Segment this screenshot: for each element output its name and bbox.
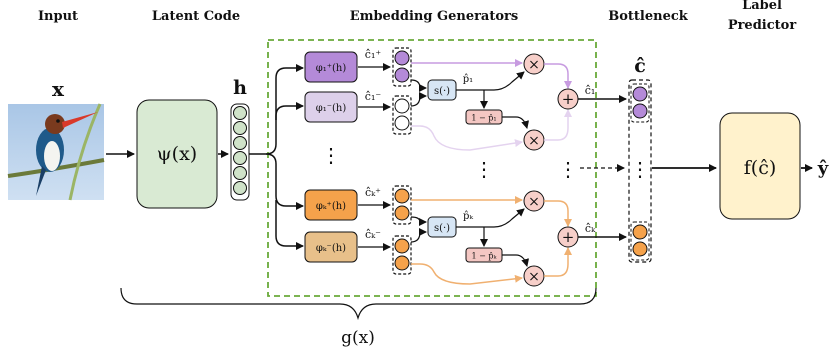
concept-ck-label: ĉₖ [585,222,596,235]
multiply-node-ck-positive: × [523,190,545,212]
arrow-c1-neg-to-multiply [411,125,523,151]
arrow-ck-pos-to-sigmoid [410,216,427,226]
arrow-multiply-pos-to-sum-k [544,200,572,227]
embedding-c1-positive-label: ĉ₁⁺ [365,48,382,61]
arrow-one-minus-p1-to-multiply [502,116,530,129]
brace-g [120,287,597,321]
generator-phik-positive-label: φₖ⁺(h) [316,201,346,212]
embedding-ck-positive-label: ĉₖ⁺ [365,186,381,199]
arrow-one-minus-pk-to-multiply [502,254,530,267]
multiply-node-c1-negative: × [523,129,545,151]
arrow-ck-neg-to-multiply [411,263,523,285]
one-minus-p1-label: 1 − p̂₁ [471,114,496,123]
latent-vector-h [230,103,250,201]
input-image [7,103,105,201]
generator-phik-negative [304,231,358,263]
embedding-c1-positive [392,47,412,87]
header-latent-code: Latent Code [152,9,240,24]
multiply-node-c1-positive: × [523,53,545,75]
brace-g-label: g(x) [341,328,375,348]
prob-pk-label: p̂ₖ [463,211,473,222]
label-predictor-label: f(ĉ) [744,157,777,179]
header-label: Label [742,0,782,13]
header-bottleneck: Bottleneck [608,9,689,24]
generator-phi1-positive-label: φ₁⁺(h) [316,63,347,74]
arrow-pk-to-multiply [456,208,525,228]
arrow-multiply-neg-to-sum-k [544,247,572,277]
one-minus-pk-label: 1 − p̂ₖ [472,252,498,261]
arrow-p1-to-multiply [456,71,525,91]
generator-phik-positive [304,189,358,221]
sigmoid-label-1: s(·) [434,86,450,97]
svg-text:+: + [562,228,575,246]
bottleneck-symbol-c: ĉ [634,55,646,77]
generators-ellipsis: ⋮ [321,143,341,167]
embedding-c1-negative-label: ĉ₁⁻ [365,90,382,103]
generator-phi1-negative [304,91,358,123]
arrow-multiply-pos-to-sum-1 [544,63,572,89]
prob-p1-label: p̂₁ [463,74,473,85]
svg-text:×: × [528,133,540,149]
multiply-node-ck-negative: × [523,265,545,287]
generator-phi1-negative-label: φ₁⁻(h) [316,103,347,114]
bottleneck-ellipsis: ⋮ [630,157,650,181]
concept-c1-label: ĉ₁ [585,84,596,97]
sigmoid-label-k: s(·) [434,223,450,234]
arrow-multiply-neg-to-sum-1 [544,109,572,141]
sum-ellipsis: ⋮ [558,157,578,181]
arrow-c1-pos-to-sigmoid [410,79,427,92]
header-embedding-generators: Embedding Generators [350,9,518,24]
sum-node-k: + [557,226,579,248]
bottleneck-vector [628,79,652,263]
embedding-ck-negative [392,235,412,275]
output-symbol-y: ŷ [817,158,829,179]
embedding-ck-negative-label: ĉₖ⁻ [365,228,381,241]
arrow-ck-neg-to-sigmoid [410,228,427,243]
generator-phi1-positive [304,51,358,83]
header-input: Input [38,9,78,24]
generator-phik-negative-label: φₖ⁻(h) [316,243,346,254]
header-predictor: Predictor [728,18,797,33]
embedding-c1-negative [392,95,412,135]
latent-symbol-h: h [233,77,247,99]
h-branch-arrows [249,64,304,250]
svg-text:×: × [528,194,540,210]
input-symbol-x: x [52,77,65,101]
label-predictor-box [719,112,801,220]
svg-text:+: + [562,90,575,108]
embedding-ck-positive [392,185,412,225]
arrow-c1-neg-to-sigmoid [410,92,427,107]
svg-text:×: × [528,269,540,285]
sum-node-1: + [557,88,579,110]
middle-ellipsis: ⋮ [474,157,494,181]
encoder-label: ψ(x) [157,143,197,165]
svg-text:×: × [528,57,540,73]
encoder-box [136,99,218,209]
